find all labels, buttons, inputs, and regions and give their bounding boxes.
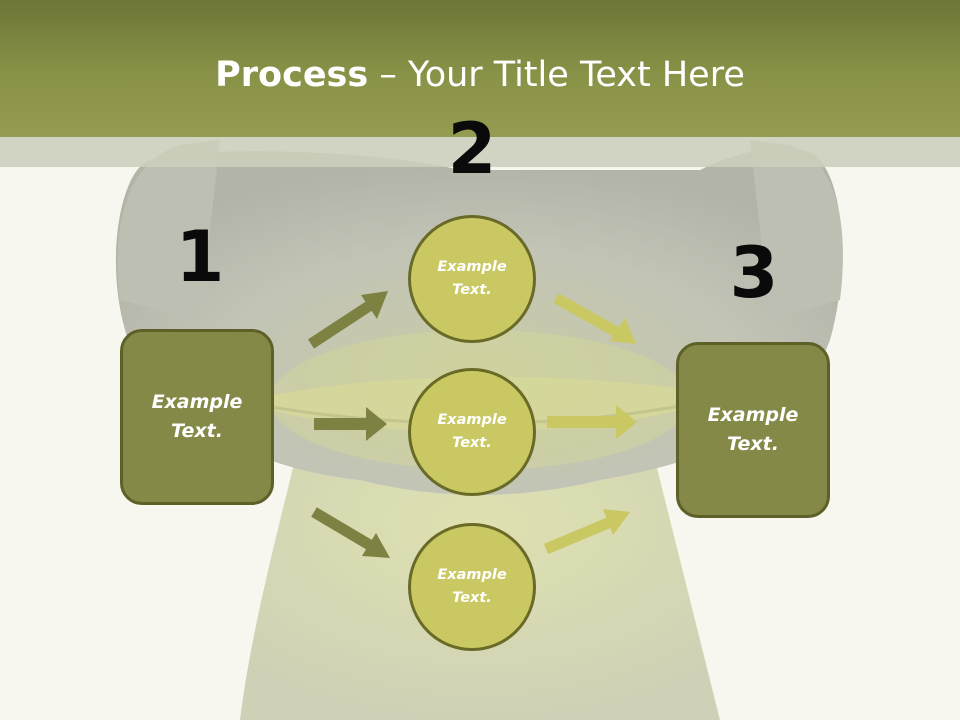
step-3-box: Example Text.: [676, 342, 830, 518]
step-2-circle-bottom: Example Text.: [408, 523, 536, 651]
step-number-3: 3: [729, 232, 779, 314]
title-rest: – Your Title Text Here: [368, 55, 745, 95]
step-number-1: 1: [175, 216, 225, 298]
slide-title: Process – Your Title Text Here: [0, 52, 960, 98]
header-bar: [0, 0, 960, 137]
step-1-box: Example Text.: [120, 329, 274, 505]
arrow-top-to-3: [553, 293, 636, 344]
title-bold: Process: [215, 55, 369, 95]
arrow-1-to-middle: [314, 407, 387, 441]
arrow-1-to-top: [307, 291, 388, 349]
step-2-circle-middle: Example Text.: [408, 368, 536, 496]
arrow-1-to-bottom: [311, 507, 390, 558]
arrow-bottom-to-3: [543, 509, 630, 555]
header-strip: [0, 137, 960, 167]
step-number-2: 2: [447, 108, 497, 190]
arrow-middle-to-3: [547, 405, 637, 439]
step-2-circle-top: Example Text.: [408, 215, 536, 343]
